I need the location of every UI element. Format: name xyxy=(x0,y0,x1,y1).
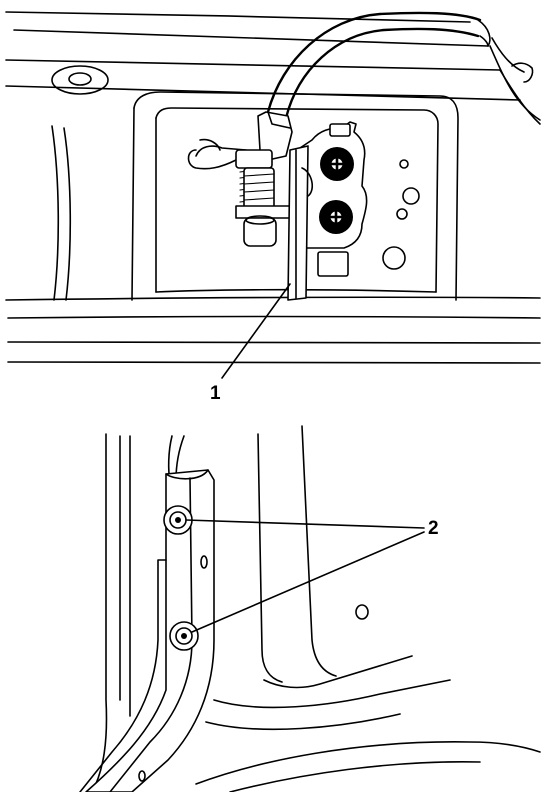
panel-oval-emboss xyxy=(51,65,109,95)
latch-screw-lower xyxy=(319,200,353,234)
callout-1-label: 1 xyxy=(210,383,221,404)
left-frame-rails xyxy=(51,125,72,301)
callout-2-label: 2 xyxy=(428,518,439,539)
latch-opening xyxy=(131,91,459,301)
panel-hole xyxy=(355,604,369,620)
latch-screw-upper xyxy=(320,147,354,181)
callout-1: 1 xyxy=(210,283,291,404)
wheel-arch-curve xyxy=(195,741,541,792)
upper-view-latch-assembly: 1 xyxy=(5,11,541,404)
callout-2: 2 xyxy=(185,518,439,633)
latch-actuator-spring xyxy=(187,138,297,247)
opening-holes xyxy=(382,159,420,270)
lower-view-striker-pillar: 2 xyxy=(79,425,541,792)
latch-rod-cable xyxy=(266,11,534,120)
striker-bolt-lower xyxy=(169,621,199,651)
